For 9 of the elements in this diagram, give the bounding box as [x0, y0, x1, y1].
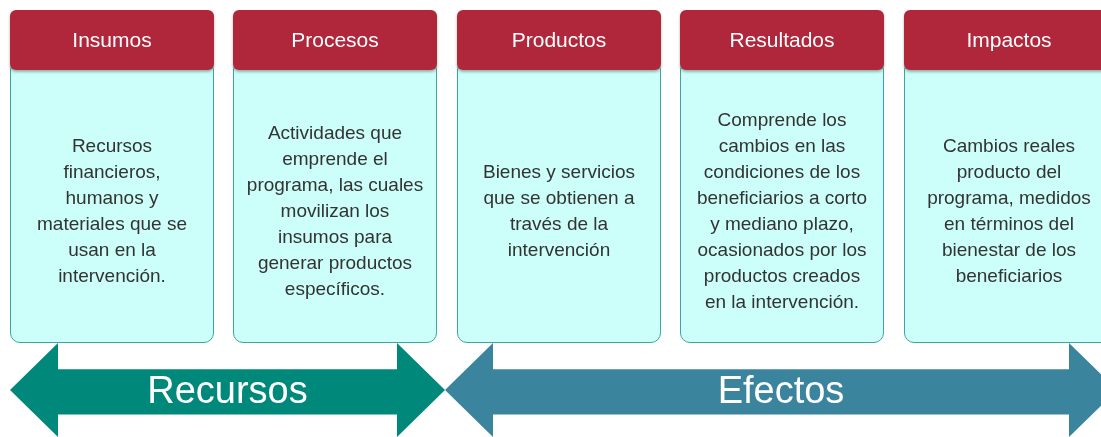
arrow-label: Efectos: [716, 368, 846, 412]
header-tab: Impactos: [904, 10, 1101, 70]
header-tab: Resultados: [680, 10, 884, 70]
header-tab: Procesos: [233, 10, 437, 70]
header-tab: Productos: [457, 10, 661, 70]
double-arrow-band: [445, 343, 1101, 437]
double-arrow-band: [10, 343, 445, 437]
arrow-label: Recursos: [146, 368, 309, 412]
header-tab: Insumos: [10, 10, 214, 70]
